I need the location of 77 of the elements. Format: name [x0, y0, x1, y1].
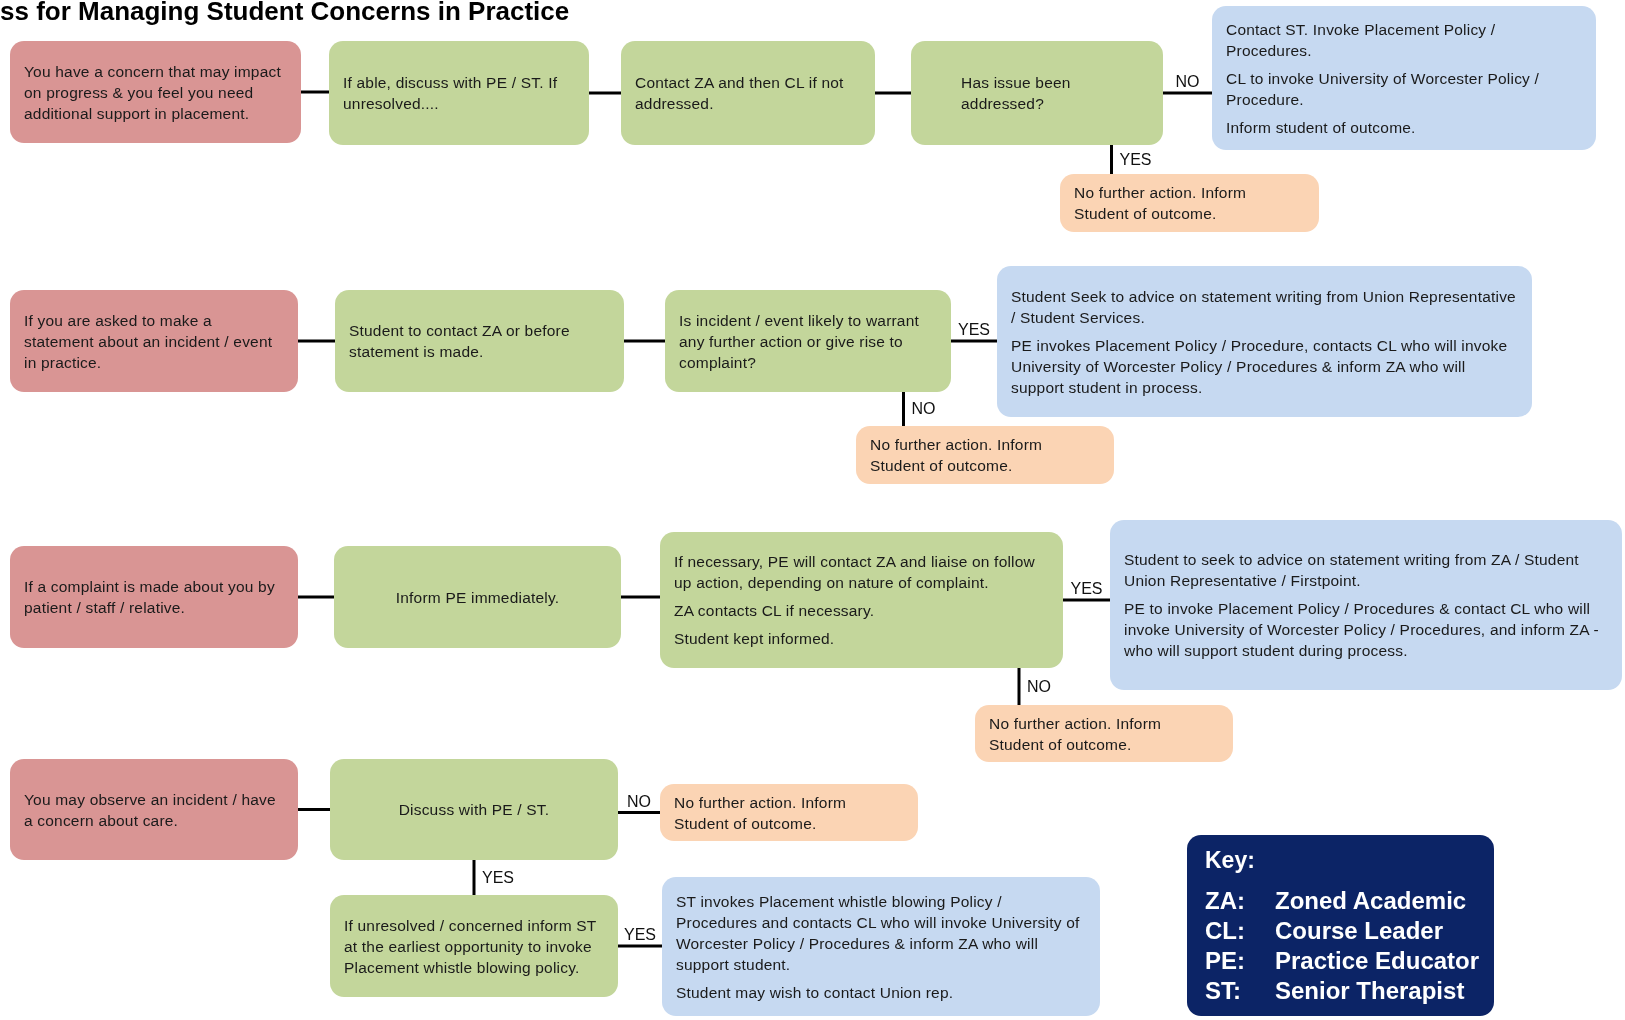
box-text: Student kept informed. — [674, 629, 836, 649]
connector-line — [1063, 598, 1110, 602]
connector-line — [951, 339, 997, 343]
box-text: ST invokes Placement whistle blowing Policy / Procedures and contacts CL who will invoke University of Worcester Policy / Procedures & inform ZA who will support student. — [676, 891, 1081, 975]
decision-box — [330, 759, 618, 860]
connector-line — [298, 339, 335, 343]
key-abbreviation: ZA: — [1205, 887, 1246, 915]
outcome-box — [1212, 6, 1596, 150]
key-meaning: Senior Therapist — [1275, 977, 1466, 1005]
connector-line — [1017, 668, 1021, 705]
box-text: Is incident / event likely to warrant any further action or give rise to complaint? — [679, 310, 920, 373]
start-box — [10, 41, 301, 143]
box-text: You may observe an incident / have a concern about care. — [24, 789, 277, 831]
box-text: Student to contact ZA or before statement is made. — [349, 321, 571, 362]
outcome-box — [1110, 520, 1622, 690]
box-text: No further action. Inform Student of outcome. — [674, 792, 848, 834]
box-text: If necessary, PE will contact ZA and liaise on follow up action, depending on nature of complaint. — [674, 552, 1036, 593]
start-box — [10, 546, 298, 648]
step-box — [334, 546, 621, 648]
box-text: Student Seek to advice on statement writing from Union Representative / Student Services. — [1011, 286, 1517, 328]
connector-line — [589, 91, 621, 95]
decision-box — [911, 41, 1163, 145]
key-abbreviation: CL: — [1205, 917, 1246, 945]
no-action-box — [660, 784, 918, 841]
connector-line — [472, 860, 476, 895]
box-text: If you are asked to make a statement about an incident / event in practice. — [24, 310, 274, 373]
no-action-box — [856, 426, 1114, 484]
key-meaning: Zoned Academic — [1275, 887, 1468, 915]
box-text: PE to invoke Placement Policy / Procedures & contact CL who will invoke University of Worcester Policy / Procedures, and inform ZA - who will support student during process. — [1124, 599, 1600, 661]
outcome-box — [997, 266, 1532, 417]
box-text: Has issue been addressed? — [961, 73, 1072, 114]
connector-line — [618, 944, 662, 948]
box-text: No further action. Inform Student of outcome. — [989, 713, 1163, 755]
connector-line — [621, 595, 660, 599]
box-text: No further action. Inform Student of outcome. — [1074, 183, 1248, 224]
box-text: You have a concern that may impact on progress & you feel you need additional support in placement. — [24, 61, 282, 124]
connector-line — [624, 339, 665, 343]
step-box — [335, 290, 624, 392]
box-text: Contact ST. Invoke Placement Policy / Procedures. — [1226, 19, 1497, 61]
connector-line — [618, 811, 660, 814]
start-box — [10, 290, 298, 392]
box-text: Contact ZA and then CL if not addressed. — [635, 73, 845, 114]
connector-line — [301, 90, 329, 94]
key-abbreviation: PE: — [1205, 947, 1246, 975]
key-meaning: Practice Educator — [1275, 947, 1480, 975]
step-box — [329, 41, 589, 145]
outcome-box — [662, 877, 1100, 1016]
decision-box — [660, 532, 1063, 668]
start-box — [10, 759, 298, 860]
box-text: ZA contacts CL if necessary. — [674, 601, 876, 621]
step-box — [330, 895, 618, 997]
box-text: If unresolved / concerned inform ST at the earliest opportunity to invoke Placement whistle blowing policy. — [344, 915, 598, 978]
connector-line — [1110, 145, 1113, 174]
key-abbreviation: ST: — [1205, 977, 1242, 1005]
step-box — [621, 41, 875, 145]
no-action-box — [1060, 174, 1319, 232]
connector-line — [298, 808, 330, 811]
box-text: CL to invoke University of Worcester Policy / Procedure. — [1226, 68, 1541, 110]
box-text: Discuss with PE / ST. — [398, 800, 550, 820]
box-text: PE invokes Placement Policy / Procedure, contacts CL who will invoke University of Worcester Policy / Procedures & inform ZA who will support student in process. — [1011, 335, 1509, 398]
diagram-title: ss for Managing Student Concerns in Practice — [0, 0, 570, 26]
box-text: If able, discuss with PE / ST. If unresolved.... — [343, 73, 559, 114]
no-action-box — [975, 705, 1233, 762]
box-text: If a complaint is made about you by patient / staff / relative. — [24, 577, 276, 618]
box-text: Inform PE immediately. — [395, 587, 560, 608]
key-panel — [1187, 835, 1494, 1016]
decision-box — [665, 290, 951, 392]
box-text: Student may wish to contact Union rep. — [676, 982, 955, 1003]
connector-line — [875, 91, 911, 95]
key-heading: Key: — [1205, 847, 1256, 874]
connector-line — [902, 392, 905, 426]
connector-line — [1163, 91, 1212, 95]
box-text: No further action. Inform Student of outcome. — [870, 435, 1044, 476]
box-text: Inform student of outcome. — [1226, 117, 1417, 138]
connector-line — [298, 595, 334, 599]
box-text: Student to seek to advice on statement writing from ZA / Student Union Representative / Firstpoint. — [1124, 550, 1580, 591]
key-meaning: Course Leader — [1275, 917, 1445, 945]
